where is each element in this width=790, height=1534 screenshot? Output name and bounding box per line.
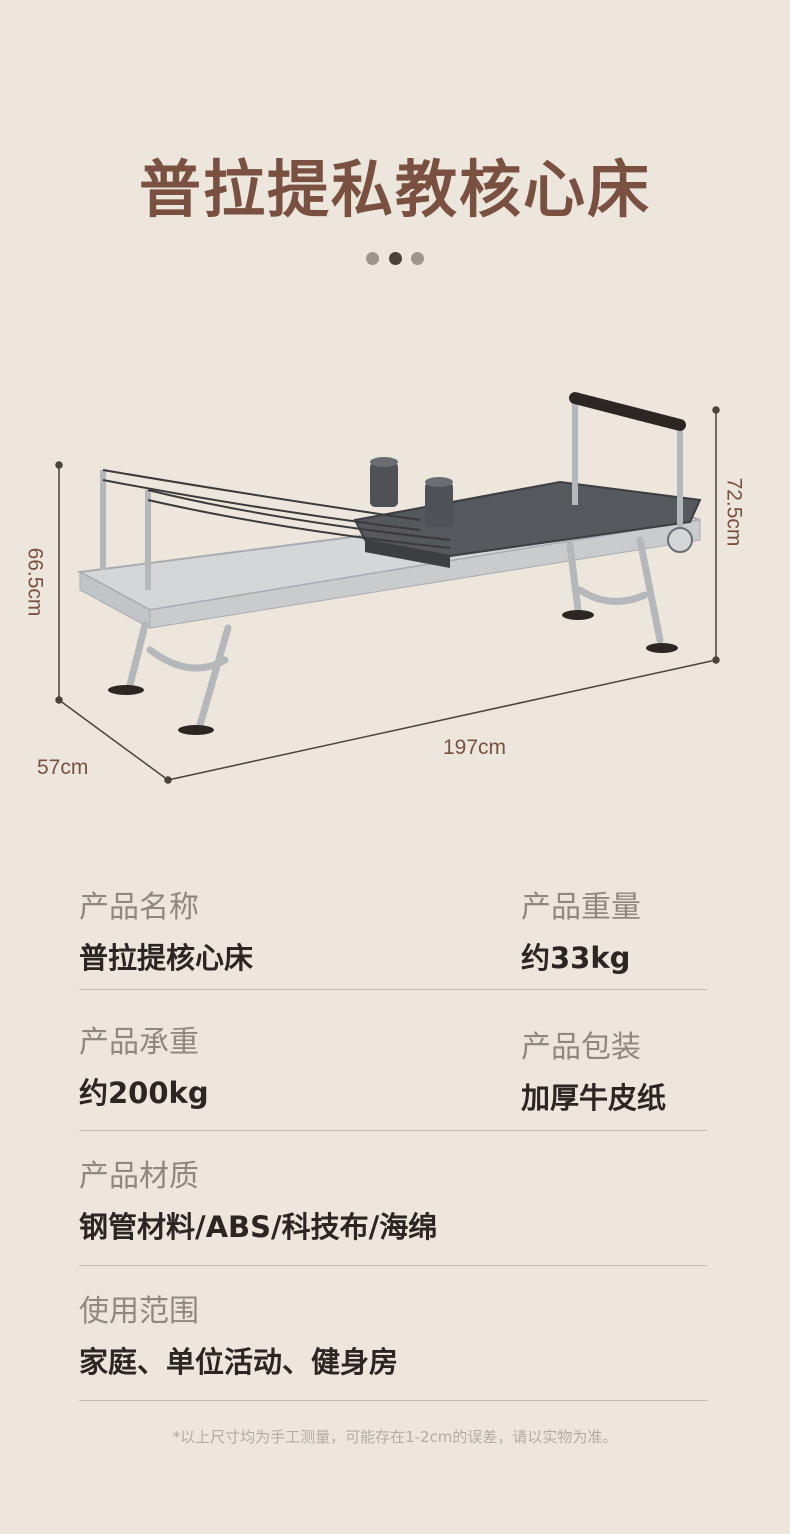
spec-label: 产品包装 (521, 1030, 641, 1065)
page-title: 普拉提私教核心床 (138, 153, 651, 226)
width-label: 57cm (37, 756, 89, 779)
spec-label: 使用范围 (79, 1294, 199, 1329)
spec-row: 产品承重 约200kg 产品包装 加厚牛皮纸 (79, 990, 707, 1131)
spec-row: 产品名称 普拉提核心床 产品重量 约33kg (79, 880, 707, 990)
spec-value: 钢管材料/ABS/科技布/海绵 (79, 1210, 438, 1244)
spring-wheel (667, 527, 693, 553)
carousel-indicator (0, 250, 790, 269)
spec-row: 使用范围 家庭、单位活动、健身房 (79, 1266, 707, 1401)
spec-value: 约200kg (79, 1076, 209, 1110)
spec-table: 产品名称 普拉提核心床 产品重量 约33kg 产品承重 约200kg 产品包装 … (79, 880, 707, 1401)
spec-label: 产品名称 (79, 890, 199, 925)
reformer-legs (126, 536, 664, 729)
indicator-dot[interactable] (410, 252, 424, 265)
shoulder-rests (370, 457, 453, 527)
spec-row: 产品材质 钢管材料/ABS/科技布/海绵 (79, 1131, 707, 1266)
rope-posts (100, 470, 151, 590)
dimension-lines (55, 406, 720, 784)
spec-label: 产品材质 (79, 1159, 199, 1194)
height-right-label: 72.5cm (722, 477, 746, 547)
pilates-reformer-illustration (55, 392, 720, 784)
spec-label: 产品承重 (79, 1025, 199, 1060)
leg-feet (108, 610, 678, 735)
product-image: 66.5cm 72.5cm 197cm 57cm (0, 380, 790, 800)
indicator-dot-active[interactable] (388, 252, 402, 265)
ropes (102, 469, 451, 549)
disclaimer-footnote: *以上尺寸均为手工测量，可能存在1-2cm的误差，请以实物为准。 (172, 1428, 618, 1446)
spec-label: 产品重量 (521, 890, 641, 925)
carriage-pad (353, 480, 702, 568)
indicator-dot[interactable] (366, 252, 380, 265)
height-left-label: 66.5cm (23, 547, 47, 617)
foot-bar (569, 392, 686, 530)
spec-value: 家庭、单位活动、健身房 (79, 1345, 399, 1379)
length-label: 197cm (443, 736, 507, 759)
spec-value: 普拉提核心床 (79, 941, 254, 975)
spec-value: 加厚牛皮纸 (521, 1081, 667, 1115)
spec-value: 约33kg (521, 941, 631, 975)
